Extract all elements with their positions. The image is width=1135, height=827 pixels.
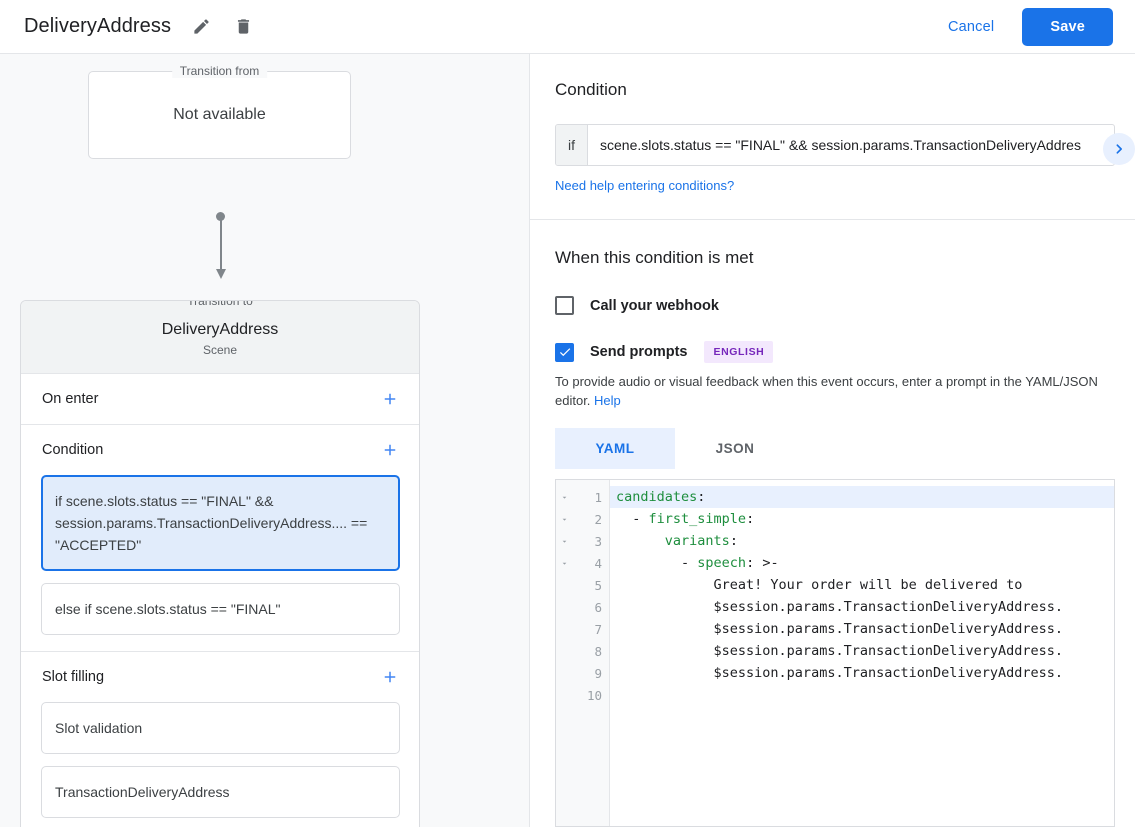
section-condition: Condition if scene.slots.status == "FINA…	[21, 425, 419, 652]
gutter-row: 4	[556, 552, 609, 574]
if-prefix-label: if	[556, 125, 588, 165]
section-on-enter: On enter	[21, 374, 419, 425]
code-line[interactable]: $session.params.TransactionDeliveryAddre…	[610, 640, 1114, 662]
code-line[interactable]: - first_simple:	[610, 508, 1114, 530]
page-title: DeliveryAddress	[24, 15, 171, 38]
fold-arrow-icon[interactable]	[556, 493, 572, 502]
code-line[interactable]: $session.params.TransactionDeliveryAddre…	[610, 618, 1114, 640]
right-panel: Condition if Need help entering conditio…	[530, 54, 1135, 827]
transition-to-card: Transition to DeliveryAddress Scene On e…	[20, 300, 420, 827]
gutter-row: 6	[556, 596, 609, 618]
fold-arrow-icon[interactable]	[556, 537, 572, 546]
add-slot-filling-button[interactable]	[377, 664, 403, 690]
top-bar: DeliveryAddress Cancel Save	[0, 0, 1135, 54]
transition-from-value: Not available	[173, 106, 266, 124]
gutter-row: 2	[556, 508, 609, 530]
gutter-row: 3	[556, 530, 609, 552]
code-line[interactable]: $session.params.TransactionDeliveryAddre…	[610, 662, 1114, 684]
list-item[interactable]: TransactionDeliveryAddress	[41, 766, 400, 818]
code-line[interactable]: Great! Your order will be delivered to	[610, 574, 1114, 596]
section-slot-filling: Slot filling Slot validation Transaction…	[21, 652, 419, 827]
gutter-row: 10	[556, 684, 609, 706]
transition-to-name: DeliveryAddress	[31, 321, 409, 339]
prompt-description: To provide audio or visual feedback when…	[555, 372, 1115, 410]
section-title-condition: Condition	[42, 442, 377, 458]
when-condition-met-block: When this condition is met Call your web…	[530, 220, 1135, 827]
send-prompts-label: Send prompts	[590, 344, 687, 360]
connector-line	[220, 217, 222, 272]
condition-block: Condition if Need help entering conditio…	[530, 54, 1135, 220]
add-on-enter-button[interactable]	[377, 386, 403, 412]
line-number: 10	[572, 688, 602, 703]
transition-from-card: Transition from Not available	[88, 71, 351, 159]
list-item[interactable]: Slot validation	[41, 702, 400, 754]
condition-help-link[interactable]: Need help entering conditions?	[555, 178, 734, 193]
trash-icon[interactable]	[231, 15, 255, 39]
section-header-condition: Condition	[21, 425, 419, 475]
condition-expression-input[interactable]	[588, 125, 1114, 165]
tab-yaml[interactable]: YAML	[555, 428, 675, 469]
line-number: 1	[572, 490, 602, 505]
add-condition-button[interactable]	[377, 437, 403, 463]
list-item[interactable]: if scene.slots.status == "FINAL" && sess…	[41, 475, 400, 571]
gutter-row: 5	[556, 574, 609, 596]
condition-heading: Condition	[555, 80, 1115, 100]
line-number: 8	[572, 644, 602, 659]
code-line[interactable]: $session.params.TransactionDeliveryAddre…	[610, 596, 1114, 618]
editor-code-area[interactable]: candidates: - first_simple: variants: - …	[610, 480, 1114, 826]
content-area: Transition from Not available Transition…	[0, 54, 1135, 827]
chevron-right-icon[interactable]	[1103, 133, 1135, 165]
left-panel: Transition from Not available Transition…	[0, 54, 530, 827]
call-webhook-checkbox[interactable]	[555, 296, 574, 315]
editor-gutter: 1 2 3 4 5 6 7 8 9 10	[556, 480, 610, 826]
transition-from-legend: Transition from	[172, 64, 268, 78]
call-webhook-label: Call your webhook	[590, 298, 719, 314]
prompt-description-text: To provide audio or visual feedback when…	[555, 374, 1098, 408]
transition-to-header: Transition to DeliveryAddress Scene	[21, 301, 419, 374]
cancel-button[interactable]: Cancel	[934, 10, 1008, 44]
code-line[interactable]: variants:	[610, 530, 1114, 552]
transition-to-legend: Transition to	[179, 300, 261, 308]
section-title-on-enter: On enter	[42, 391, 377, 407]
list-item[interactable]: else if scene.slots.status == "FINAL"	[41, 583, 400, 635]
webhook-row: Call your webhook	[555, 296, 1115, 315]
pencil-icon[interactable]	[189, 15, 213, 39]
fold-arrow-icon[interactable]	[556, 559, 572, 568]
code-line[interactable]	[610, 684, 1114, 706]
section-title-slot-filling: Slot filling	[42, 669, 377, 685]
transition-to-type: Scene	[31, 343, 409, 357]
when-met-heading: When this condition is met	[555, 248, 1115, 268]
line-number: 9	[572, 666, 602, 681]
section-header-on-enter: On enter	[21, 374, 419, 424]
line-number: 5	[572, 578, 602, 593]
transition-connector	[216, 212, 226, 286]
code-line[interactable]: candidates:	[610, 486, 1114, 508]
code-line[interactable]: - speech: >-	[610, 552, 1114, 574]
tab-json[interactable]: JSON	[675, 428, 795, 469]
section-header-slot-filling: Slot filling	[21, 652, 419, 702]
code-editor[interactable]: 1 2 3 4 5 6 7 8 9 10 candidates: - first_simple: …	[555, 479, 1115, 827]
connector-arrow-icon	[216, 269, 226, 279]
gutter-row: 8	[556, 640, 609, 662]
line-number: 3	[572, 534, 602, 549]
gutter-row: 9	[556, 662, 609, 684]
editor-format-tabs: YAML JSON	[555, 428, 1115, 469]
line-number: 2	[572, 512, 602, 527]
send-prompts-row: Send prompts ENGLISH	[555, 341, 1115, 363]
language-badge: ENGLISH	[704, 341, 773, 363]
line-number: 4	[572, 556, 602, 571]
fold-arrow-icon[interactable]	[556, 515, 572, 524]
line-number: 7	[572, 622, 602, 637]
line-number: 6	[572, 600, 602, 615]
save-button[interactable]: Save	[1022, 8, 1113, 46]
gutter-row: 1	[556, 486, 609, 508]
gutter-row: 7	[556, 618, 609, 640]
send-prompts-checkbox[interactable]	[555, 343, 574, 362]
condition-input-row: if	[555, 124, 1115, 166]
prompt-help-link[interactable]: Help	[594, 393, 621, 408]
